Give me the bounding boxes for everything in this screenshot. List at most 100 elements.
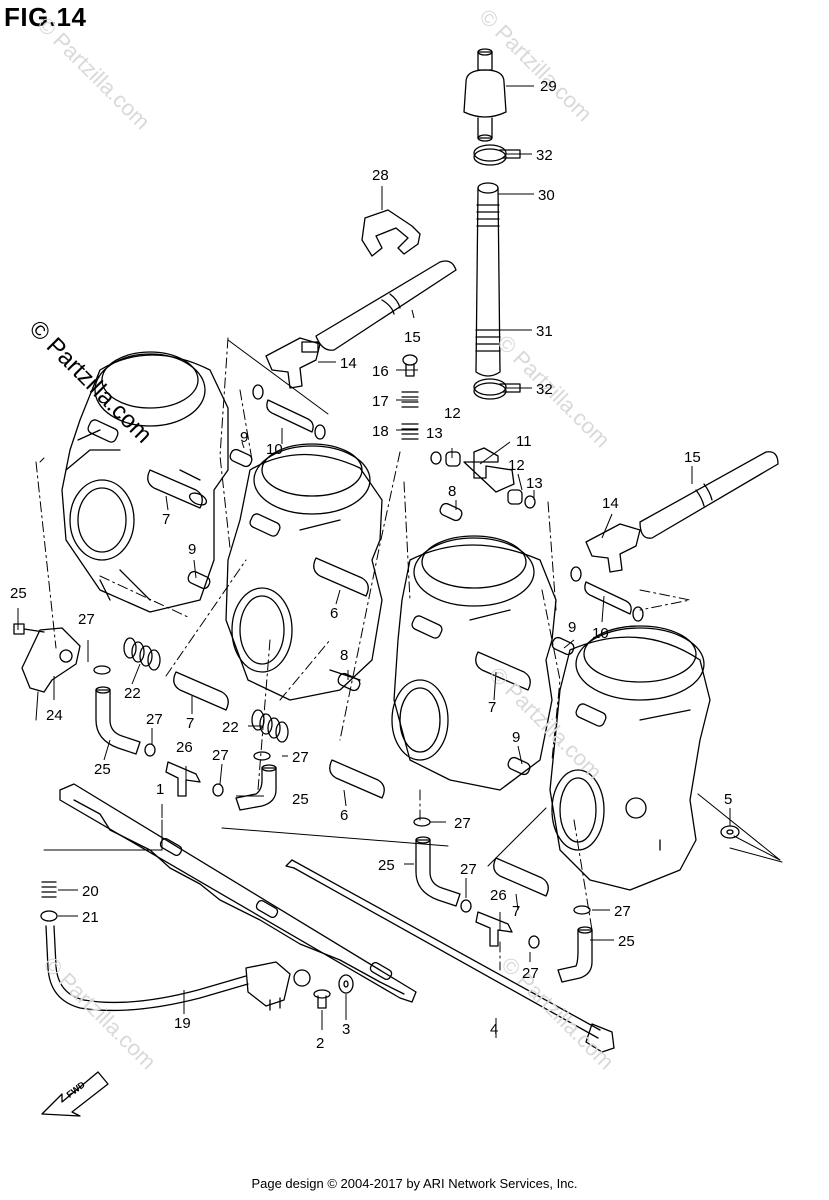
callout-14-right: 14 xyxy=(602,495,619,512)
callout-20: 21 xyxy=(82,909,99,926)
assembly-guide-lines xyxy=(35,337,691,971)
holder-part xyxy=(361,209,421,257)
page-footer: Page design © 2004-2017 by ARI Network S… xyxy=(251,1176,578,1191)
watermark-5: © Partzilla.com xyxy=(38,952,161,1075)
screw-part-2 xyxy=(313,989,331,1009)
t-fitting-part-26-a xyxy=(165,761,201,797)
callout-7-a: 7 xyxy=(162,511,170,528)
callout-25-a: 25 xyxy=(94,761,111,778)
callout-27-f: 27 xyxy=(460,861,477,878)
hose-part-7-c xyxy=(475,651,531,691)
callout-27-a: 27 xyxy=(78,611,95,628)
callout-22-a: 22 xyxy=(124,685,141,702)
callout-4: 4 xyxy=(490,1021,498,1038)
callout-31: 31 xyxy=(536,323,553,340)
choke-cable-part-19 xyxy=(45,925,311,1012)
callout-10-b: 10 xyxy=(592,625,609,642)
t-fitting-part-26-b xyxy=(475,911,513,947)
rod-part-4 xyxy=(285,859,615,1053)
callout-26-b: 26 xyxy=(490,887,507,904)
callout-12-b: 12 xyxy=(508,457,525,474)
callout-27-h: 27 xyxy=(522,965,539,982)
fuel-hose-part xyxy=(475,182,501,377)
callout-7-b: 7 xyxy=(186,715,194,732)
hose-part-25-d xyxy=(557,926,593,983)
callout-leaders xyxy=(17,85,731,1038)
fuel-filter-part xyxy=(463,48,507,142)
callout-23: 24 xyxy=(46,707,63,724)
bracket-part-1 xyxy=(59,783,417,1003)
callout-15-right: 15 xyxy=(684,449,701,466)
hose-part-7-d xyxy=(493,857,549,897)
callout-27-e: 27 xyxy=(454,815,471,832)
callout-3: 3 xyxy=(342,1021,350,1038)
callout-12-a: 12 xyxy=(444,405,461,422)
watermark-3: © Partzilla.com xyxy=(492,330,615,453)
tube-part-10-a xyxy=(252,384,326,440)
throttle-sensor-part xyxy=(13,623,81,693)
callout-2: 2 xyxy=(316,1035,324,1052)
callout-13-b: 13 xyxy=(526,475,543,492)
callout-19: 19 xyxy=(174,1015,191,1032)
hose-part-7-a xyxy=(147,469,208,509)
hose-part-25-b xyxy=(235,764,277,811)
assembly-lines xyxy=(35,339,783,867)
callout-9-b: 9 xyxy=(188,541,196,558)
callout-11: 11 xyxy=(516,433,532,450)
spring-part-21 xyxy=(41,881,57,898)
hose-part-25-c xyxy=(415,836,461,907)
hose-part-6-a xyxy=(313,557,369,597)
spring-part-22-a xyxy=(123,637,161,671)
callout-27-c: 27 xyxy=(212,747,229,764)
hose-clamp-part-upper xyxy=(473,144,521,166)
carburetor-2 xyxy=(225,443,383,701)
callout-9-a: 9 xyxy=(240,429,248,446)
fwd-arrow-icon xyxy=(41,1071,109,1117)
callout-1: 1 xyxy=(156,781,164,798)
washer-part-5 xyxy=(720,825,740,839)
callout-22-b: 22 xyxy=(222,719,239,736)
callout-25-d: 25 xyxy=(618,933,635,950)
hose-part-right xyxy=(639,451,779,539)
callout-29: 29 xyxy=(540,78,557,95)
hose-part-7-b xyxy=(173,671,229,711)
hose-part-6-b xyxy=(329,759,385,799)
small-fittings-8-9 xyxy=(187,448,575,776)
callout-27-b: 27 xyxy=(146,711,163,728)
watermark-main: © Partzilla.com xyxy=(24,315,157,448)
callout-18: 18 xyxy=(372,423,389,440)
callout-15-upper: 15 xyxy=(404,329,421,346)
callout-7-c: 7 xyxy=(488,699,496,716)
callout-27-g: 27 xyxy=(614,903,631,920)
callout-26-a: 26 xyxy=(176,739,193,756)
callout-16: 16 xyxy=(372,363,389,380)
callout-32-upper: 32 xyxy=(536,147,553,164)
callout-25-b: 25 xyxy=(292,791,309,808)
watermarks: © Partzilla.com © Partzilla.com © Partzi… xyxy=(24,4,619,1075)
callout-8-a: 8 xyxy=(448,483,456,500)
hose-part-25-a xyxy=(95,686,141,755)
washer-part-20 xyxy=(40,910,58,922)
spring-part-18 xyxy=(401,423,419,440)
watermark-1: © Partzilla.com xyxy=(32,12,155,135)
callout-10-a: 10 xyxy=(266,441,283,458)
callout-9-c: 9 xyxy=(568,619,576,636)
callout-27-d: 27 xyxy=(292,749,309,766)
carburetor-4 xyxy=(549,625,711,891)
callout-labels: 29 32 30 28 15 31 14 16 32 17 18 12 11 1… xyxy=(10,78,732,1052)
callout-25-c: 25 xyxy=(378,857,395,874)
screw-part-16 xyxy=(402,354,418,377)
callout-8-b: 8 xyxy=(340,647,348,664)
callout-24: 25 xyxy=(10,585,27,602)
callout-28: 28 xyxy=(372,167,389,184)
callout-17: 17 xyxy=(372,393,389,410)
callout-30: 30 xyxy=(538,187,555,204)
callout-21: 20 xyxy=(82,883,99,900)
carburetor-3 xyxy=(391,535,557,791)
tube-part-10-b xyxy=(570,566,644,622)
callout-9-d: 9 xyxy=(512,729,520,746)
hose-clamp-part-lower xyxy=(473,378,521,400)
callout-6-a: 6 xyxy=(330,605,338,622)
callout-14-upper: 14 xyxy=(340,355,357,372)
t-joint-part-upper xyxy=(265,337,321,389)
